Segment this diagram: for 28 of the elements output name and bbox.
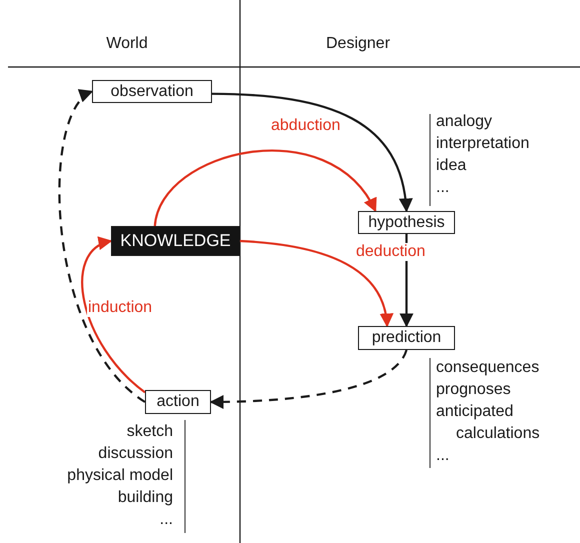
- list-item: discussion: [97, 444, 173, 464]
- arrow: [240, 240, 393, 328]
- list-item: idea: [436, 156, 468, 176]
- list-item: ...: [436, 446, 450, 466]
- column-heading: Designer: [324, 35, 392, 53]
- process-box: observation: [92, 80, 212, 103]
- list-item: sketch: [126, 422, 173, 442]
- column-heading: World: [105, 35, 149, 53]
- list-item: consequences: [436, 358, 540, 378]
- process-box: hypothesis: [358, 211, 455, 234]
- list-item: analogy: [436, 112, 494, 132]
- arrow: [154, 150, 376, 226]
- list-item: ...: [158, 510, 173, 530]
- arrow: [210, 350, 408, 409]
- edge-label: induction: [87, 299, 154, 317]
- list-item: ...: [436, 178, 450, 198]
- list-item: interpretation: [436, 134, 530, 154]
- arrow: [81, 238, 146, 394]
- edge-label: deduction: [355, 243, 426, 261]
- process-box: prediction: [358, 326, 455, 350]
- list-item: prognoses: [436, 380, 512, 400]
- process-box: action: [145, 390, 211, 414]
- arrow: [212, 92, 412, 212]
- list-item: building: [116, 488, 173, 508]
- list-item: anticipated calculations: [436, 402, 541, 444]
- knowledge-box: KNOWLEDGE: [111, 226, 240, 256]
- arrow: [58, 90, 146, 403]
- list-item: physical model: [66, 466, 173, 486]
